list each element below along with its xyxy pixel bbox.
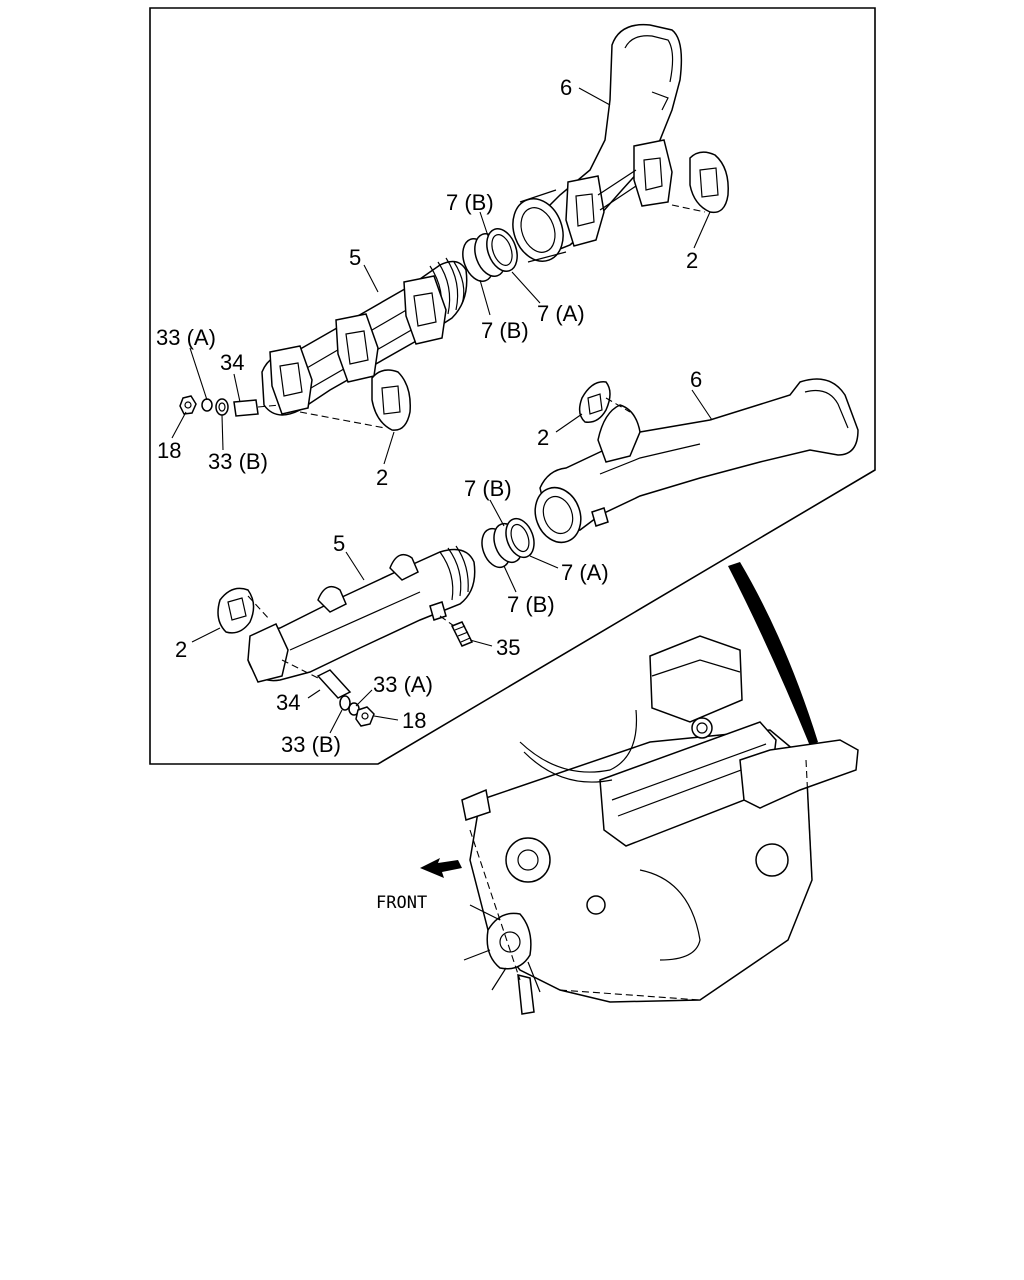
left-stud-34 (233, 399, 259, 417)
detail-frame (149, 7, 876, 765)
label-lower-gasket-2-left: 2 (175, 637, 187, 662)
upper-pipe-flange-b (633, 139, 673, 207)
engine-fitting-lower (586, 895, 606, 915)
engine-fan-hub (486, 912, 532, 970)
label-upper-ring-7a: 7 (A) (537, 301, 585, 326)
front-arrow-icon (420, 858, 462, 878)
upper-gasket-2 (689, 151, 729, 214)
bottom-washer-33b (339, 695, 351, 711)
label-lower-ring-7a: 7 (A) (561, 560, 609, 585)
engine-exhaust-pipe (739, 739, 859, 809)
leader-lines (171, 87, 713, 734)
left-washer-33b (215, 398, 229, 416)
upper-manifold-flange-3 (403, 275, 447, 345)
label-lower-ring-7b-bottom: 7 (B) (507, 592, 555, 617)
left-nut-18 (179, 395, 197, 415)
lower-ring-7b-2 (505, 517, 535, 559)
label-upper-gasket-2: 2 (686, 248, 698, 273)
label-lower-manifold-5: 5 (333, 531, 345, 556)
label-left-gasket-2: 2 (376, 465, 388, 490)
engine-fitting-right (755, 843, 789, 877)
part-labels: 6 2 7 (B) 5 7 (A) 7 (B) 33 (A) 34 18 33 … (156, 75, 702, 757)
engine-top-box (649, 635, 743, 723)
engine-top-port (691, 717, 713, 739)
lower-manifold-sensor-boss (429, 601, 447, 621)
lower-manifold-port-1 (317, 585, 347, 613)
front-label: FRONT (376, 893, 427, 913)
upper-manifold-flange-1 (269, 345, 313, 415)
label-upper-manifold-5: 5 (349, 245, 361, 270)
engine-fan-blade (517, 974, 535, 1015)
label-left-nut-18: 18 (157, 438, 181, 463)
label-upper-pipe-6: 6 (560, 75, 572, 100)
label-bottom-nut-18: 18 (402, 708, 426, 733)
label-upper-ring-7b-top: 7 (B) (446, 190, 494, 215)
label-bottom-stud-34: 34 (276, 690, 300, 715)
locator-arc (728, 562, 818, 746)
engine-pulley-upper (505, 837, 551, 883)
label-left-washer-33a: 33 (A) (156, 325, 216, 350)
left-washer-33a (201, 398, 213, 412)
label-sensor-plug-35: 35 (496, 635, 520, 660)
label-bottom-washer-33b: 33 (B) (281, 732, 341, 757)
label-lower-gasket-2-top: 2 (537, 425, 549, 450)
upper-assembly (179, 23, 729, 431)
upper-ring-7b-2 (486, 228, 518, 272)
engine-overview (461, 635, 859, 1015)
lower-pipe-branch (597, 404, 641, 463)
bottom-nut-18 (355, 706, 375, 727)
lower-gasket-2-left (217, 587, 255, 634)
label-left-washer-33b: 33 (B) (208, 449, 268, 474)
label-lower-pipe-6: 6 (690, 367, 702, 392)
lower-manifold-port-2 (389, 553, 419, 581)
left-gasket-2 (371, 369, 411, 431)
lower-gasket-2-top (578, 381, 611, 423)
lower-pipe-sensor-boss (591, 507, 609, 527)
lower-manifold-flange (247, 623, 289, 683)
label-lower-ring-7b-top: 7 (B) (464, 476, 512, 501)
upper-pipe-flange-a (565, 175, 605, 247)
label-left-stud-34: 34 (220, 350, 244, 375)
engine-mount-left (461, 788, 491, 821)
label-upper-ring-7b-bottom: 7 (B) (481, 318, 529, 343)
lower-assembly (217, 378, 859, 727)
label-bottom-washer-33a: 33 (A) (373, 672, 433, 697)
bottom-stud-34 (316, 669, 352, 699)
